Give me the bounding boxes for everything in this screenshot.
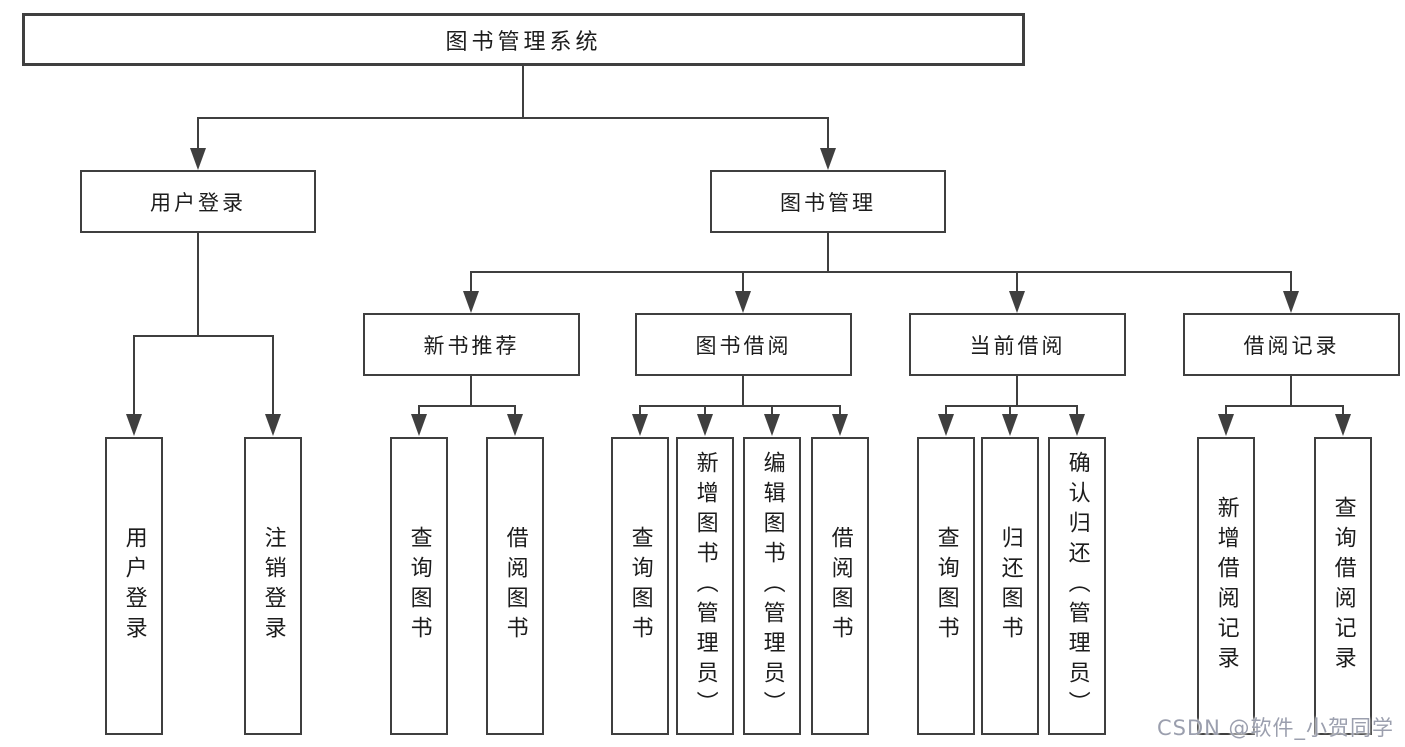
arrow-down-icon [463, 291, 479, 313]
connector-line [1225, 406, 1227, 414]
arrow-down-icon [735, 291, 751, 313]
connector-line [827, 118, 829, 148]
connector-line [470, 272, 472, 291]
connector-line [704, 406, 706, 414]
watermark: CSDN @软件_小贺同学 [1157, 716, 1395, 740]
node-label: 用户登录 [121, 526, 147, 646]
node-label: 借阅记录 [1243, 333, 1340, 358]
connector-line [945, 405, 1078, 407]
connector-line [272, 336, 274, 414]
node-label: 图书借阅 [695, 333, 792, 358]
leaf-query-borrow-record: 查询借阅记录 [1314, 437, 1372, 735]
leaf-edit-book-admin: 编辑图书（管理员） [743, 437, 801, 735]
connector-line [1016, 272, 1018, 291]
connector-line [470, 271, 1292, 273]
leaf-logout: 注销登录 [244, 437, 302, 735]
arrow-down-icon [632, 414, 648, 436]
node-label: 确认归还（管理员） [1064, 451, 1090, 721]
leaf-return-books: 归还图书 [981, 437, 1039, 735]
leaf-borrow-books-recommend: 借阅图书 [486, 437, 544, 735]
connector-line [639, 406, 641, 414]
arrow-down-icon [411, 414, 427, 436]
connector-line [742, 376, 744, 406]
connector-line [1225, 405, 1344, 407]
node-label: 查询图书 [627, 526, 653, 646]
node-label: 查询借阅记录 [1330, 496, 1356, 676]
connector-line [1009, 406, 1011, 414]
node-label: 新书推荐 [423, 333, 520, 358]
leaf-borrow-books: 借阅图书 [811, 437, 869, 735]
connector-line [418, 405, 516, 407]
connector-line [839, 406, 841, 414]
connector-line [197, 233, 199, 336]
leaf-query-books-borrow: 查询图书 [611, 437, 669, 735]
leaf-add-book-admin: 新增图书（管理员） [676, 437, 734, 735]
node-new-book-recommend: 新书推荐 [363, 313, 580, 376]
connector-line [1076, 406, 1078, 414]
connector-line [639, 405, 841, 407]
connector-line [133, 335, 274, 337]
arrow-down-icon [1009, 291, 1025, 313]
leaf-user-login: 用户登录 [105, 437, 163, 735]
node-label: 查询图书 [406, 526, 432, 646]
node-label: 查询图书 [933, 526, 959, 646]
connector-line [1290, 272, 1292, 291]
node-user-login: 用户登录 [80, 170, 316, 233]
leaf-add-borrow-record: 新增借阅记录 [1197, 437, 1255, 735]
node-label: 当前借阅 [969, 333, 1066, 358]
node-label: 注销登录 [260, 526, 286, 646]
node-label: 图书管理 [780, 190, 876, 215]
node-library-management-system: 图书管理系统 [22, 13, 1025, 66]
connector-line [522, 66, 524, 118]
connector-line [945, 406, 947, 414]
arrow-down-icon [820, 148, 836, 170]
arrow-down-icon [764, 414, 780, 436]
arrow-down-icon [265, 414, 281, 436]
arrow-down-icon [126, 414, 142, 436]
node-label: 归还图书 [997, 526, 1023, 646]
connector-line [1342, 406, 1344, 414]
connector-line [514, 406, 516, 414]
node-label: 用户登录 [150, 190, 246, 215]
arrow-down-icon [507, 414, 523, 436]
arrow-down-icon [1069, 414, 1085, 436]
arrow-down-icon [1335, 414, 1351, 436]
node-label: 借阅图书 [502, 526, 528, 646]
leaf-confirm-return-admin: 确认归还（管理员） [1048, 437, 1106, 735]
node-book-management: 图书管理 [710, 170, 946, 233]
connector-line [197, 118, 199, 148]
node-label: 新增借阅记录 [1213, 496, 1239, 676]
node-borrowing-records: 借阅记录 [1183, 313, 1400, 376]
connector-line [418, 406, 420, 414]
leaf-query-books-recommend: 查询图书 [390, 437, 448, 735]
connector-line [1016, 376, 1018, 406]
arrow-down-icon [190, 148, 206, 170]
arrow-down-icon [938, 414, 954, 436]
connector-line [771, 406, 773, 414]
arrow-down-icon [1218, 414, 1234, 436]
node-label: 借阅图书 [827, 526, 853, 646]
node-label: 新增图书（管理员） [692, 451, 718, 721]
connector-line [742, 272, 744, 291]
node-label: 图书管理系统 [445, 29, 602, 55]
connector-line [197, 117, 829, 119]
connector-line [827, 233, 829, 272]
connector-line [1290, 376, 1292, 406]
connector-line [133, 336, 135, 414]
arrow-down-icon [1002, 414, 1018, 436]
leaf-query-books-current: 查询图书 [917, 437, 975, 735]
arrow-down-icon [697, 414, 713, 436]
arrow-down-icon [832, 414, 848, 436]
connector-line [470, 376, 472, 406]
node-book-borrowing: 图书借阅 [635, 313, 852, 376]
node-label: 编辑图书（管理员） [759, 451, 785, 721]
node-current-borrowing: 当前借阅 [909, 313, 1126, 376]
arrow-down-icon [1283, 291, 1299, 313]
